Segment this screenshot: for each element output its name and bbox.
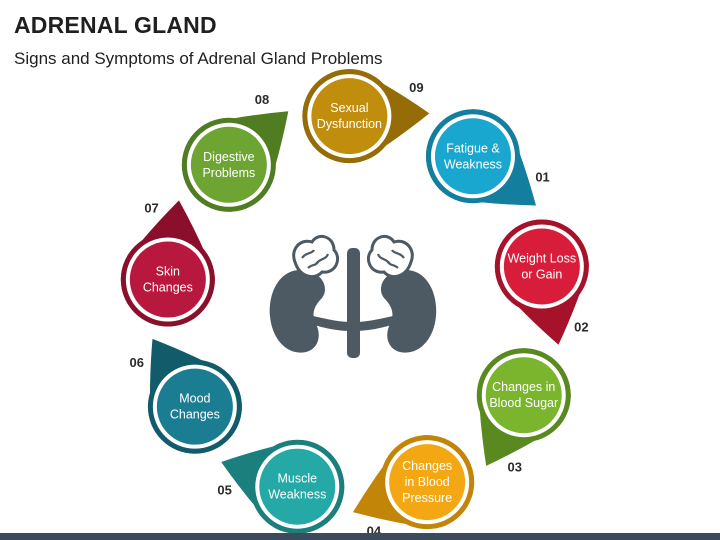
page-subtitle: Signs and Symptoms of Adrenal Gland Prob… [14,49,383,68]
symptom-label-line: Weakness [268,488,326,502]
symptom-label-line: Weight Loss [508,251,577,265]
symptom-number: 09 [409,80,423,95]
symptom-label-line: Blood Sugar [489,396,558,410]
inner-disk [156,368,233,445]
symptom-label-line: Problems [202,166,255,180]
symptom-label-line: Changes [170,408,220,422]
inner-disk [503,228,580,305]
inner-disk [311,78,388,155]
kidneys-adrenal-icon [269,234,437,358]
inner-disk [190,126,267,203]
symptom-number: 02 [574,320,588,335]
symptom-label-line: Changes [402,459,452,473]
symptom-label-line: Changes in [492,380,555,394]
symptom-number: 07 [144,201,158,216]
symptom-number: 03 [508,459,522,474]
symptom-label-line: Digestive [203,150,254,164]
inner-disk [129,241,206,318]
inner-disk [389,444,466,521]
symptom-number: 08 [255,92,269,107]
symptom-label-line: Sexual [330,101,368,115]
inner-disk [434,118,511,195]
symptom-number: 05 [217,482,231,497]
symptom-item: Changes in Blood Sugar 03 [476,348,571,474]
symptom-item: Fatigue & Weakness 01 [425,109,550,206]
inner-disk [259,448,336,525]
symptom-label-line: Skin [156,265,180,279]
symptom-number: 06 [130,355,144,370]
symptom-label-line: Mood [179,392,210,406]
symptom-label-line: or Gain [521,267,562,281]
symptom-label-line: Dysfunction [317,117,382,131]
symptom-label-line: Pressure [402,491,452,505]
symptom-label-line: Weakness [444,157,502,171]
symptom-label-line: Muscle [277,472,317,486]
symptom-number: 01 [535,170,549,185]
bottom-accent-bar [0,533,720,540]
page-title: ADRENAL GLAND [14,12,217,38]
symptom-label-line: Fatigue & [446,141,500,155]
symptom-label-line: in Blood [405,475,450,489]
symptom-label-line: Changes [143,281,193,295]
inner-disk [485,357,562,434]
symptom-item: Weight Loss or Gain 02 [494,219,589,345]
